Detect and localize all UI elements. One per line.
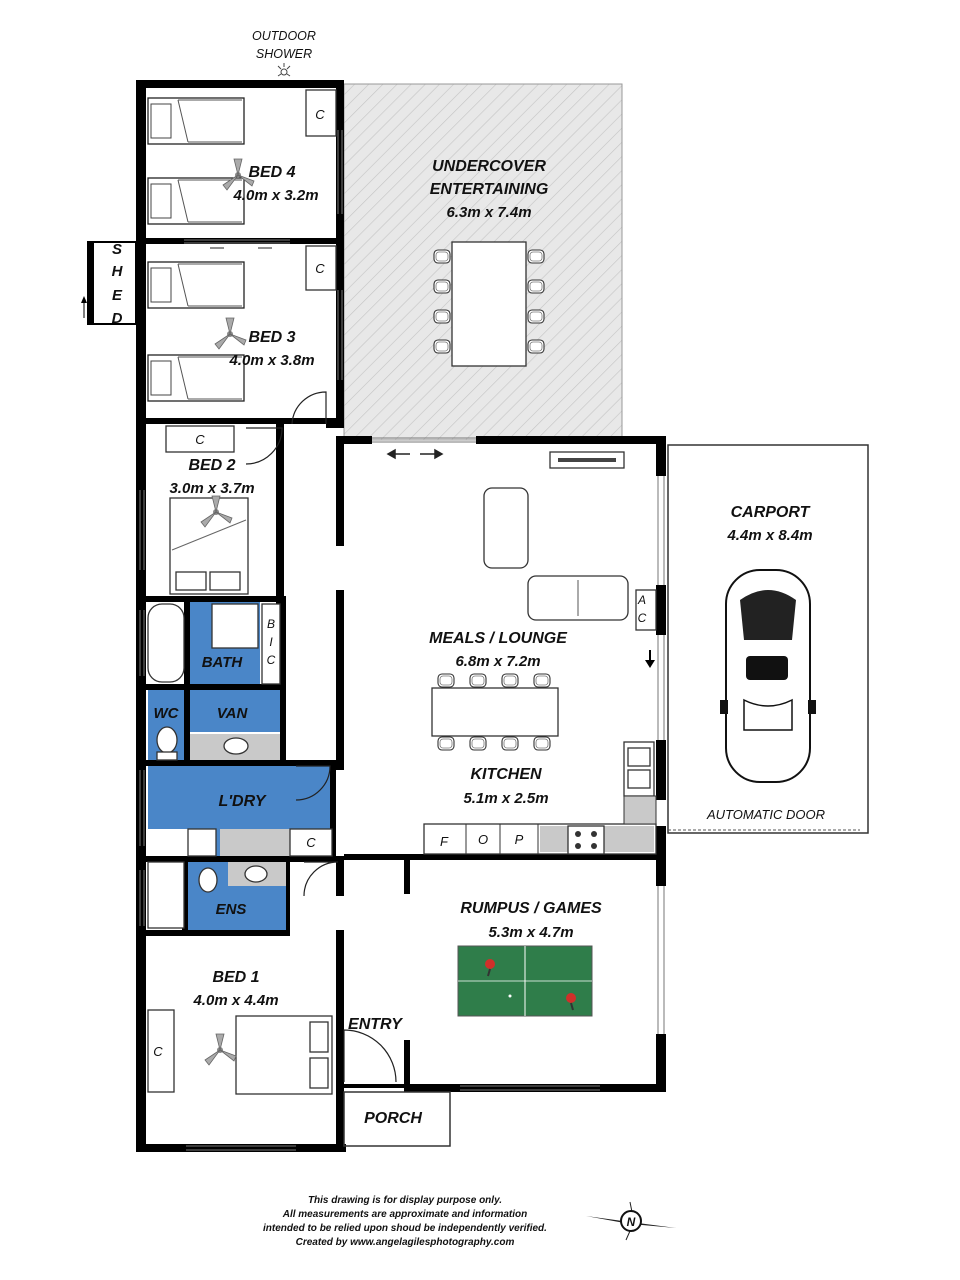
bed3-ceiling-fan-icon <box>214 317 247 350</box>
van-area <box>188 690 280 732</box>
walls <box>136 80 666 1152</box>
shed-letter-s: S <box>112 241 122 258</box>
bic-letter-b: B <box>267 617 275 631</box>
bath-name: BATH <box>202 654 244 671</box>
ensuite-toilet <box>198 867 218 893</box>
dining-table <box>431 687 559 737</box>
shower <box>211 603 259 649</box>
bed1-closet-label: C <box>153 1044 163 1059</box>
disclaimer-line-2: All measurements are approximate and inf… <box>282 1209 528 1220</box>
windows <box>139 130 665 1151</box>
bed3-single-bed-1 <box>147 261 245 309</box>
porch-label: PORCH <box>364 1110 422 1127</box>
north-compass-icon <box>586 1201 676 1241</box>
kitchen-name: KITCHEN <box>470 766 542 783</box>
ensuite-basin <box>244 865 268 883</box>
shed-letter-e: E <box>112 287 123 304</box>
undercover-dims: 6.3m x 7.4m <box>446 204 531 221</box>
vanity-basin <box>223 737 249 755</box>
meals-name: MEALS / LOUNGE <box>429 630 568 647</box>
ens-name: ENS <box>216 901 247 918</box>
car-icon <box>720 569 816 783</box>
rumpus-dims: 5.3m x 4.7m <box>488 924 573 941</box>
bic-cupboard <box>261 603 281 685</box>
bed4-closet <box>305 89 337 137</box>
laundry-tub <box>187 828 217 857</box>
laundry-area <box>148 765 332 829</box>
disclaimer-line-3: intended to be relied upon shoud be inde… <box>263 1223 547 1234</box>
ac-letter-c: C <box>638 611 647 625</box>
pantry-label: P <box>515 832 524 847</box>
fridge-label: F <box>440 834 449 849</box>
oven-label: O <box>478 832 488 847</box>
van-name: VAN <box>217 705 249 722</box>
entry-label: ENTRY <box>348 1016 403 1033</box>
bed2-dims: 3.0m x 3.7m <box>169 480 254 497</box>
outdoor-shower-label-1: OUTDOOR <box>252 29 316 43</box>
bed2-name: BED 2 <box>188 457 235 474</box>
disclaimer-line-1: This drawing is for display purpose only… <box>308 1195 502 1206</box>
bed1-ceiling-fan-icon <box>204 1033 237 1066</box>
ac-unit <box>635 589 657 631</box>
laundry-closet <box>289 828 333 857</box>
laundry-closet-label: C <box>306 835 316 850</box>
bathtub <box>147 603 185 683</box>
cooktop <box>567 825 605 855</box>
doors <box>245 391 397 1083</box>
ensuite-shower <box>147 861 185 929</box>
rumpus-name: RUMPUS / GAMES <box>460 900 602 917</box>
shed-letter-h: H <box>112 263 124 280</box>
bed4-closet-label: C <box>315 107 325 122</box>
wc-name: WC <box>154 705 180 722</box>
toilet <box>156 726 178 754</box>
meals-dims: 6.8m x 7.2m <box>455 653 540 670</box>
bed3-closet-label: C <box>315 261 325 276</box>
bed1-closet <box>147 1009 175 1093</box>
bed4-name: BED 4 <box>248 164 295 181</box>
carport-name: CARPORT <box>731 504 811 521</box>
bed2-closet-label: C <box>195 432 205 447</box>
outdoor-dining-table <box>451 241 527 367</box>
bic-letter-c: C <box>267 653 276 667</box>
outdoor-shower-icon <box>277 63 291 77</box>
bed3-name: BED 3 <box>248 329 295 346</box>
table-tennis-table <box>457 945 593 1017</box>
bed1-dims: 4.0m x 4.4m <box>192 992 278 1009</box>
bed3-dims: 4.0m x 3.8m <box>228 352 314 369</box>
carport-dims: 4.4m x 8.4m <box>726 527 812 544</box>
outdoor-shower-label-2: SHOWER <box>256 47 312 61</box>
armchair <box>483 487 529 569</box>
kitchen-dims: 5.1m x 2.5m <box>463 790 548 807</box>
automatic-door-label: AUTOMATIC DOOR <box>706 807 825 822</box>
bed1-name: BED 1 <box>212 969 259 986</box>
laundry-name: L'DRY <box>218 793 266 810</box>
bic-letter-i: I <box>269 635 273 649</box>
undercover-name-line2: ENTERTAINING <box>430 181 549 198</box>
ac-letter-a: A <box>637 593 646 607</box>
shed-letter-d: D <box>112 310 123 327</box>
bed4-dims: 4.0m x 3.2m <box>232 187 318 204</box>
bed3-closet <box>305 245 337 291</box>
sliding-door-arrows <box>210 247 444 460</box>
bed4-single-bed-1 <box>147 97 245 145</box>
shed <box>81 241 137 325</box>
disclaimer-line-4: Created by www.angelagilesphotography.co… <box>296 1237 515 1248</box>
porch-outline <box>343 1091 451 1147</box>
undercover-name-line1: UNDERCOVER <box>432 158 546 175</box>
carport-outline <box>667 444 869 834</box>
bed2-closet <box>165 425 235 453</box>
compass-north-label: N <box>627 1215 636 1229</box>
